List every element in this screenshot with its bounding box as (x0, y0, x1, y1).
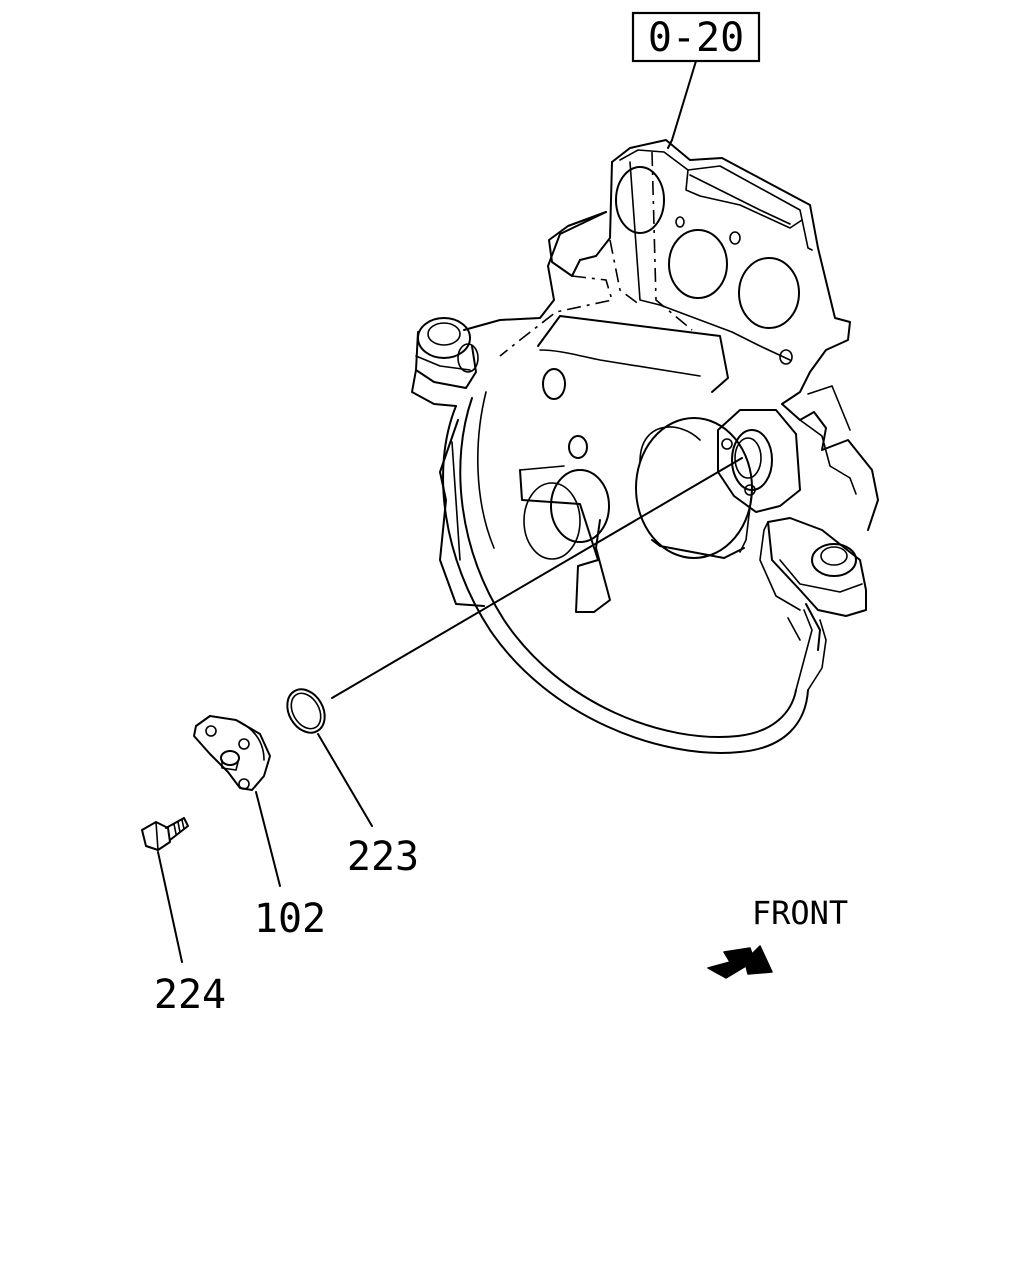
leader-line-223 (317, 733, 373, 827)
reference-box[interactable]: 0-20 (631, 11, 761, 63)
leader-line-reference (667, 60, 697, 149)
o-ring-part[interactable] (280, 683, 332, 740)
callout-102[interactable]: 102 (254, 896, 326, 942)
assembly-line-o-ring (331, 457, 743, 699)
direction-label: FRONT (752, 894, 848, 932)
sensor-cover-part[interactable] (193, 715, 271, 791)
leader-line-224 (157, 851, 183, 963)
flywheel-housing (411, 139, 879, 754)
bolt-part[interactable] (141, 817, 189, 851)
arrow-icon (707, 945, 773, 979)
leader-line-102 (255, 791, 281, 887)
reference-label: 0-20 (648, 15, 744, 61)
callout-224[interactable]: 224 (154, 972, 226, 1018)
callout-223[interactable]: 223 (347, 834, 419, 880)
